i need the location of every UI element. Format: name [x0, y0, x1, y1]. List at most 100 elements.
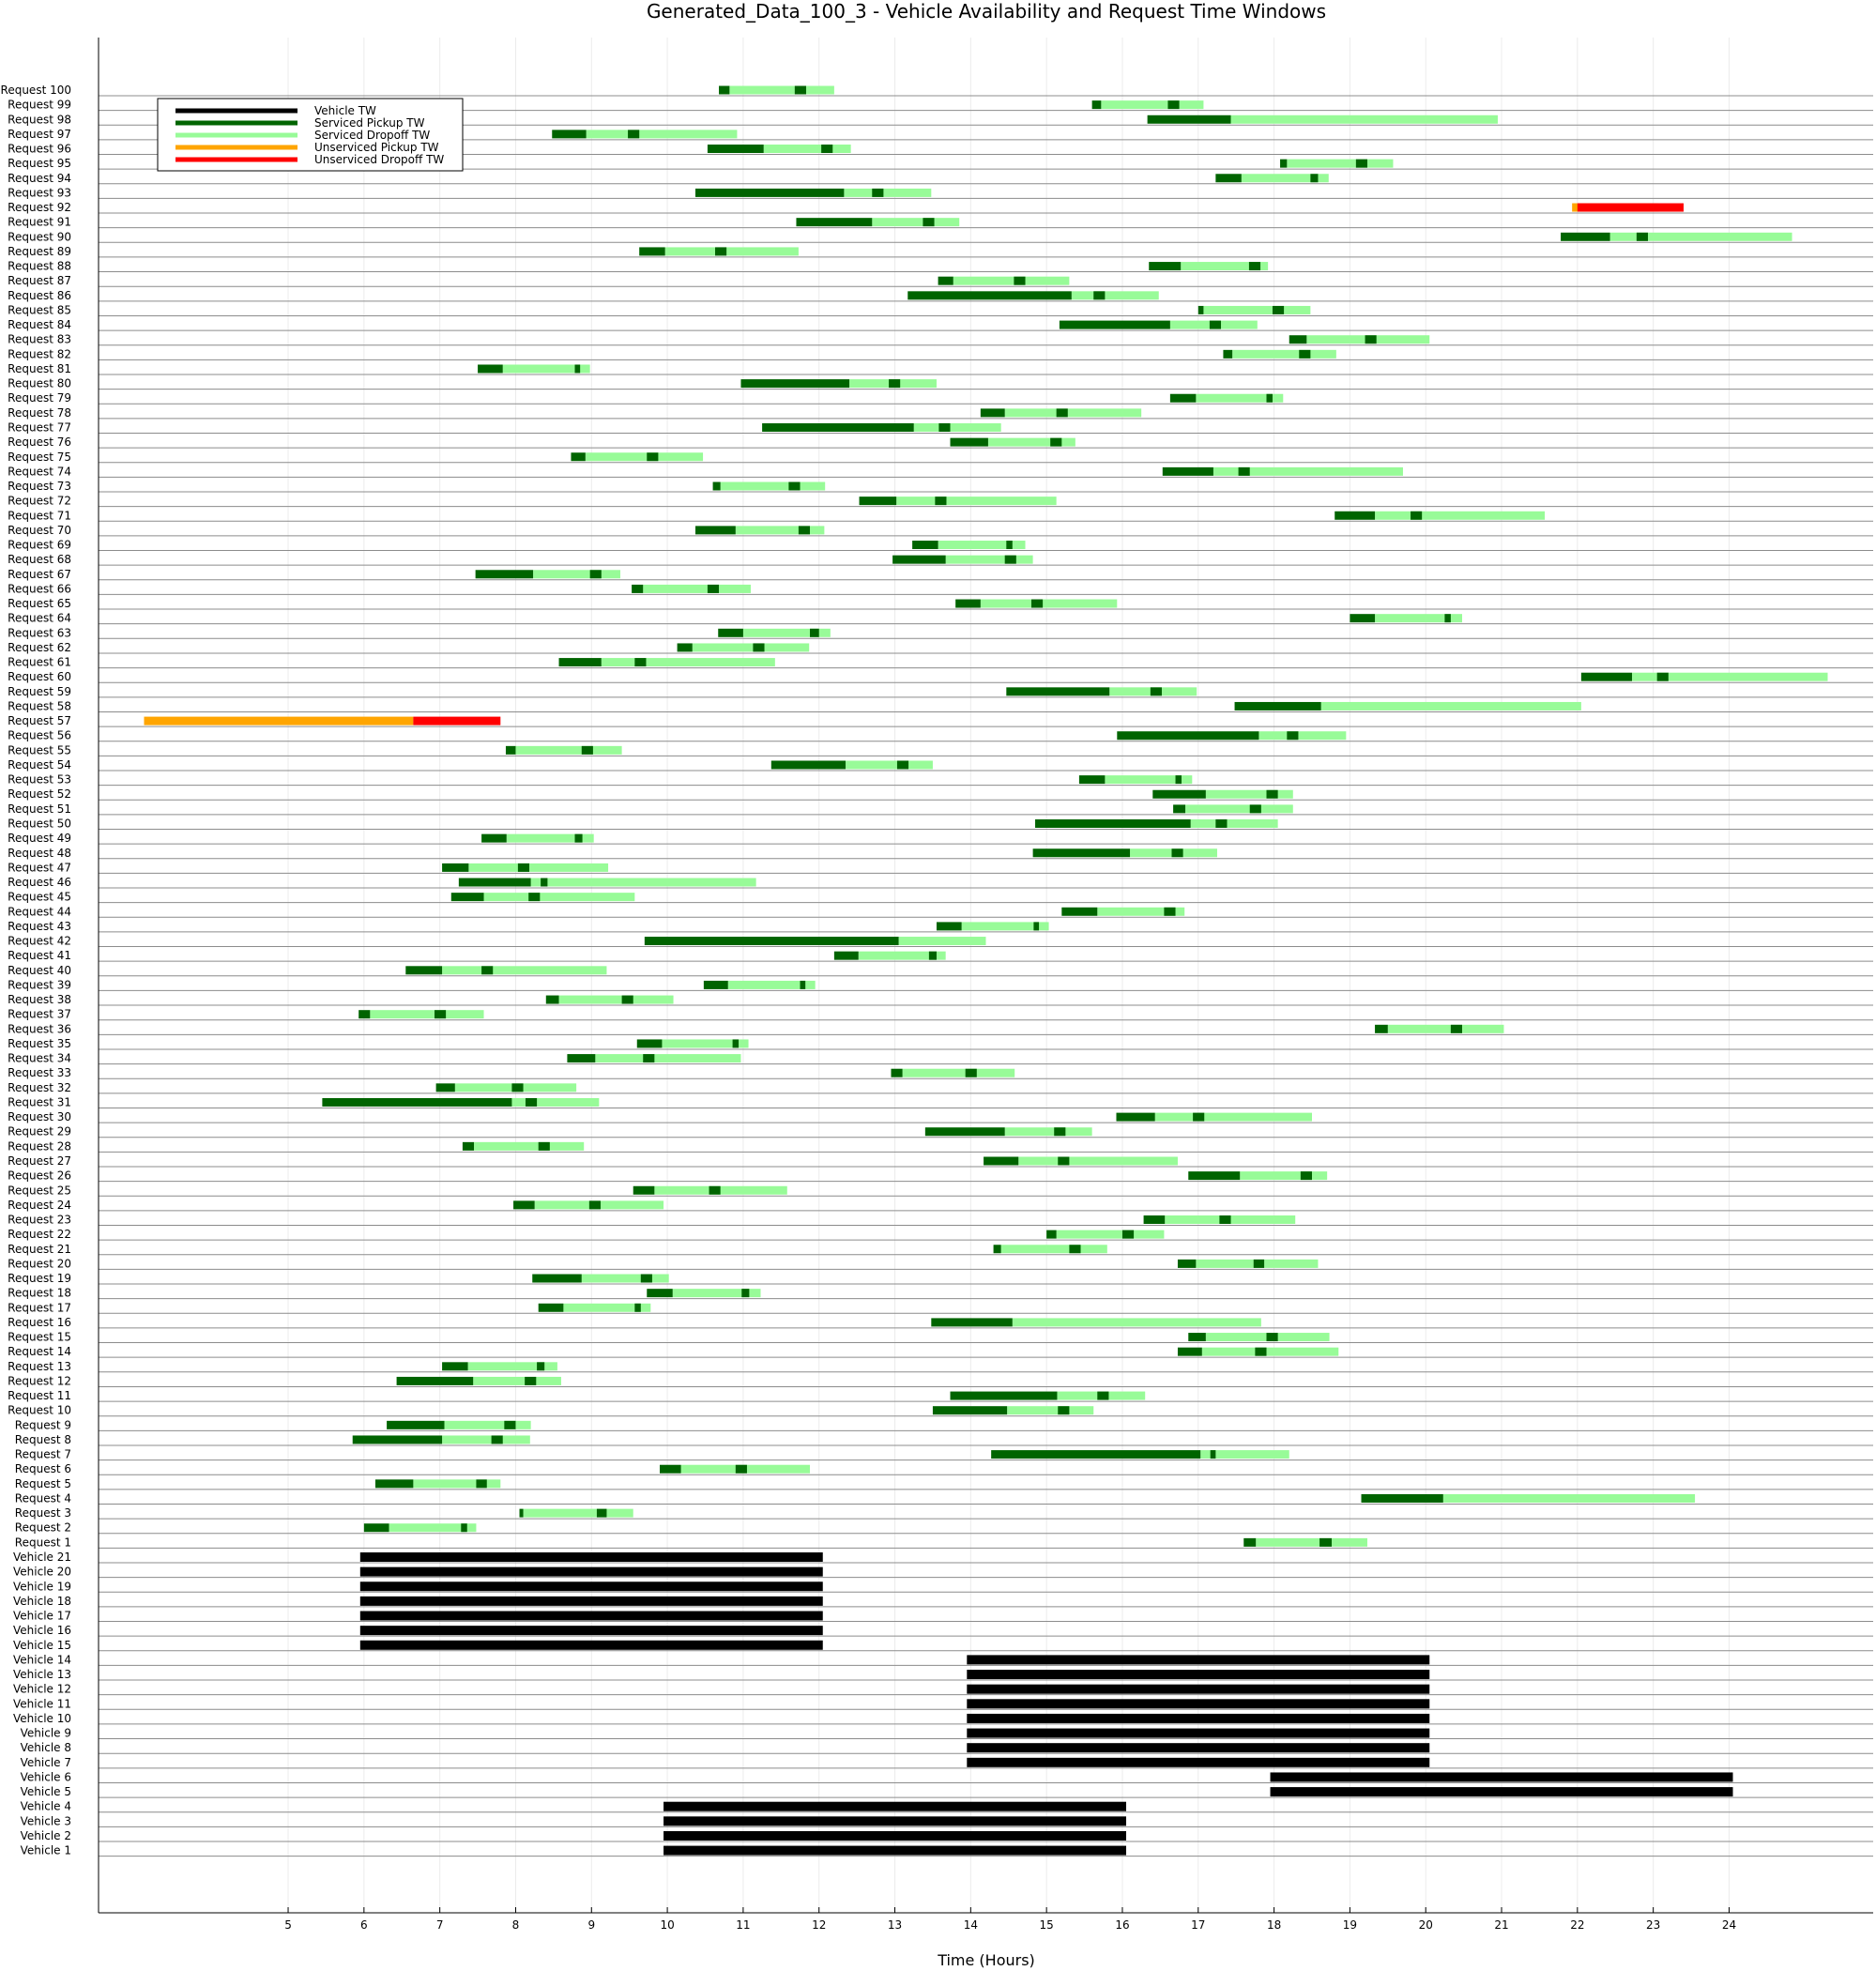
row-label: Request 59	[8, 685, 71, 698]
chart-title: Generated_Data_100_3 - Vehicle Availabil…	[647, 0, 1326, 23]
dropoff-tw-bar	[511, 1097, 600, 1107]
row-label: Vehicle 18	[13, 1595, 71, 1608]
vehicle-tw-bar	[663, 1845, 1127, 1856]
dropoff-tw-bar	[1230, 115, 1498, 124]
pickup-tw-bar	[442, 1362, 468, 1371]
pickup-tw-bar	[1335, 511, 1376, 520]
dropoff-tw-bar	[1320, 701, 1581, 710]
row-label: Request 88	[8, 260, 71, 273]
dropoff-marker	[634, 1303, 641, 1312]
pickup-tw-bar	[478, 364, 503, 374]
dropoff-tw-bar	[1004, 1127, 1092, 1137]
row-label: Request 12	[8, 1374, 71, 1387]
x-tick-label: 11	[736, 1918, 750, 1932]
dropoff-marker	[1444, 614, 1451, 623]
x-tick-label: 20	[1419, 1918, 1433, 1932]
x-tick-label: 15	[1040, 1918, 1054, 1932]
dropoff-marker	[889, 379, 901, 389]
pickup-tw-bar	[991, 1450, 1201, 1459]
dropoff-marker	[1253, 1259, 1265, 1268]
row-label: Request 49	[8, 832, 71, 845]
row-label: Request 38	[8, 993, 71, 1006]
row-label: Request 19	[8, 1272, 71, 1285]
pickup-tw-bar	[1234, 701, 1321, 710]
row-label: Request 35	[8, 1037, 71, 1050]
row-label: Vehicle 12	[13, 1683, 71, 1696]
row-label: Request 50	[8, 817, 71, 831]
row-label: Vehicle 4	[21, 1800, 71, 1813]
row-label: Vehicle 13	[13, 1668, 71, 1681]
dropoff-tw-bar	[442, 1435, 530, 1444]
dropoff-tw-bar	[763, 145, 851, 154]
row-label: Request 86	[8, 289, 71, 302]
row-label: Request 33	[8, 1066, 71, 1079]
dropoff-marker	[525, 1097, 538, 1107]
dropoff-tw-bar	[953, 276, 1070, 285]
x-tick-label: 23	[1646, 1918, 1660, 1932]
x-axis-title: Time (Hours)	[937, 1951, 1035, 1969]
pickup-tw-bar	[924, 1127, 1005, 1137]
dropoff-marker	[1355, 159, 1367, 168]
pickup-tw-bar	[458, 878, 531, 887]
x-tick-label: 12	[812, 1918, 826, 1932]
row-label: Request 24	[8, 1199, 71, 1212]
row-label: Vehicle 10	[13, 1712, 71, 1725]
row-label: Vehicle 15	[13, 1639, 71, 1652]
legend-label: Unserviced Pickup TW	[314, 141, 439, 154]
dropoff-marker	[938, 422, 951, 432]
dropoff-tw-bar	[413, 1479, 501, 1489]
dropoff-marker	[1193, 1112, 1205, 1122]
dropoff-marker	[1248, 262, 1261, 271]
row-label: Request 13	[8, 1360, 71, 1373]
pickup-tw-bar	[1035, 819, 1191, 828]
dropoff-marker	[1164, 907, 1176, 916]
legend-label: Serviced Dropoff TW	[314, 129, 430, 142]
pickup-tw-bar	[936, 922, 962, 931]
dropoff-marker	[732, 1039, 740, 1048]
dropoff-tw-bar	[1213, 466, 1403, 476]
pickup-tw-bar	[405, 966, 443, 975]
row-label: Request 23	[8, 1214, 71, 1227]
row-label: Request 32	[8, 1081, 71, 1094]
dropoff-marker	[1450, 1024, 1462, 1033]
row-label: Request 98	[8, 113, 71, 126]
row-label: Vehicle 14	[13, 1653, 71, 1666]
dropoff-tw-bar	[1181, 262, 1269, 271]
dropoff-marker	[1014, 276, 1026, 285]
row-label: Request 53	[8, 773, 71, 787]
row-label: Request 70	[8, 524, 71, 537]
row-label: Request 56	[8, 729, 71, 742]
row-label: Request 42	[8, 935, 71, 948]
row-label: Request 60	[8, 670, 71, 683]
dropoff-tw-bar	[898, 937, 986, 946]
dropoff-marker	[1050, 437, 1062, 447]
row-label: Request 55	[8, 743, 71, 756]
dropoff-marker	[1238, 466, 1250, 476]
pickup-tw-bar	[1177, 1259, 1197, 1268]
row-label: Vehicle 21	[13, 1551, 71, 1564]
dropoff-marker	[1210, 1450, 1216, 1459]
pickup-tw-bar	[1169, 393, 1197, 403]
legend-label: Unserviced Dropoff TW	[314, 153, 444, 166]
pickup-tw-bar	[363, 1523, 389, 1533]
vehicle-tw-bar	[663, 1816, 1127, 1826]
dropoff-marker	[1175, 775, 1182, 785]
dropoff-tw-bar	[664, 247, 799, 256]
dropoff-marker	[1249, 804, 1261, 814]
pickup-tw-bar	[1149, 262, 1182, 271]
pickup-tw-bar	[1046, 1230, 1057, 1239]
dropoff-marker	[589, 570, 602, 579]
pickup-tw-bar	[1162, 466, 1213, 476]
pickup-tw-bar	[980, 408, 1005, 418]
pickup-tw-bar	[450, 893, 484, 902]
dropoff-tw-bar	[444, 1420, 531, 1429]
dropoff-tw-bar	[1258, 731, 1347, 741]
pickup-tw-bar	[1147, 115, 1231, 124]
pickup-tw-bar	[632, 584, 644, 593]
row-label: Request 41	[8, 949, 71, 962]
row-label: Request 84	[8, 318, 71, 331]
row-label: Request 94	[8, 172, 71, 185]
row-label: Request 79	[8, 391, 71, 405]
